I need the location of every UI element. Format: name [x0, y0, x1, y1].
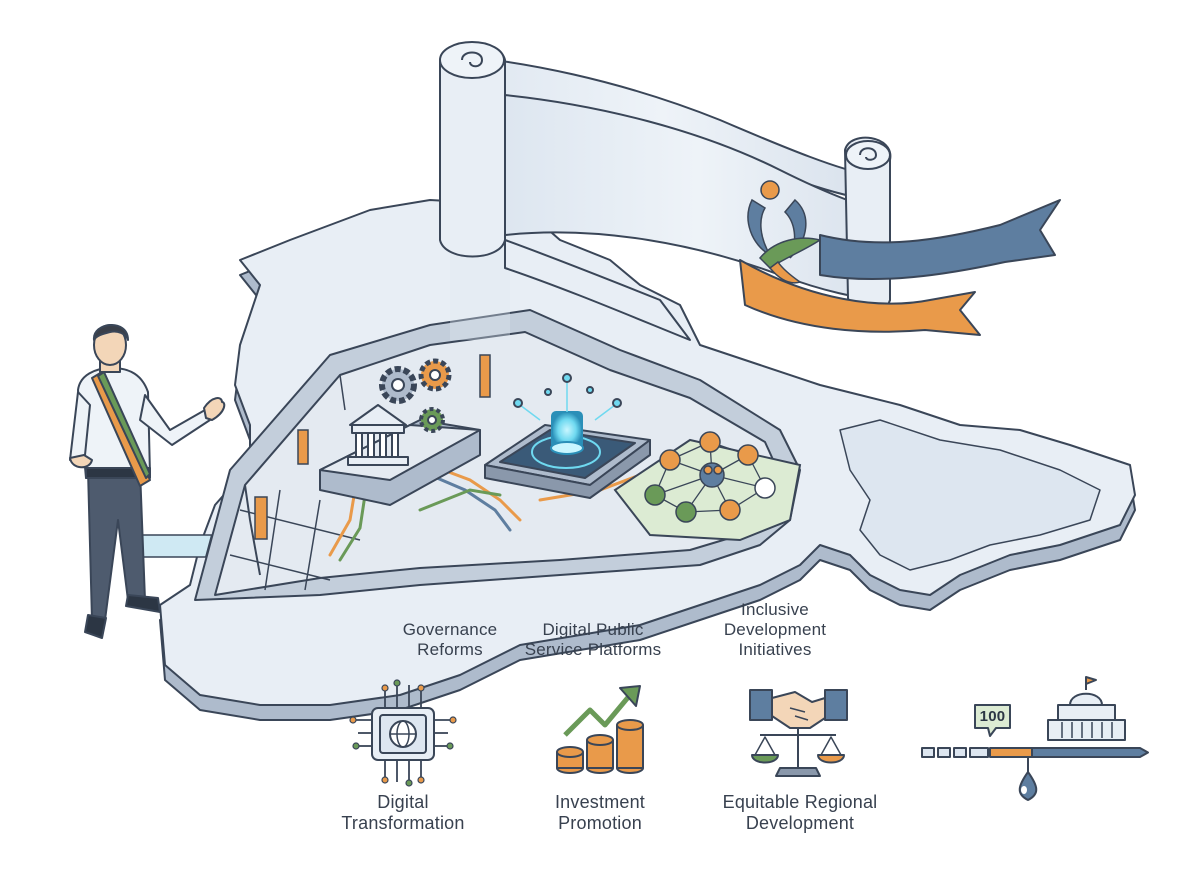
label-equitable-regional-development: Equitable Regional Development	[722, 792, 878, 833]
growth-coins-icon	[556, 685, 644, 774]
label-inclusive-development-initiatives: Inclusive Development Initiatives	[723, 600, 827, 659]
timeline-counter: 100	[979, 708, 1006, 725]
water-drop-icon	[1018, 771, 1038, 801]
globe-chip-icon	[349, 679, 457, 787]
handshake-scale-icon	[749, 689, 848, 777]
timeline-progress	[921, 676, 1149, 801]
building-icon	[1047, 676, 1126, 741]
governance-platform	[319, 358, 481, 506]
label-digital-transformation: Digital Transformation	[341, 792, 465, 833]
official-figure	[69, 324, 226, 639]
scroll-banner	[439, 41, 892, 341]
ribbons	[739, 199, 1061, 336]
label-digital-public-service-platforms: Digital Public Service Platforms	[524, 620, 662, 659]
label-governance-reforms: Governance Reforms	[402, 620, 498, 659]
parliament-icon	[347, 404, 409, 466]
emblem-logo	[747, 180, 822, 284]
label-investment-promotion: Investment Promotion	[554, 792, 646, 833]
network-icon	[613, 431, 802, 542]
pipes	[328, 463, 642, 562]
pillars	[254, 354, 491, 540]
tablet-icon	[484, 373, 651, 499]
gear-icon	[379, 358, 452, 433]
